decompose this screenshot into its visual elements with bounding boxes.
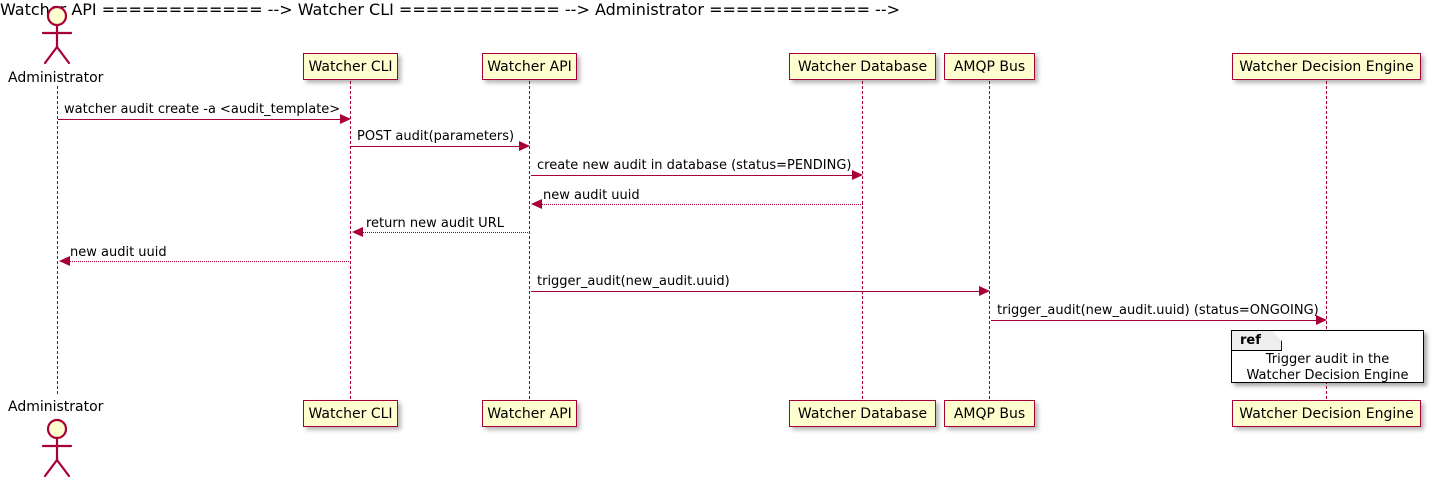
actor-label-bottom: Administrator [8, 399, 104, 415]
message-arrowhead-8 [1316, 315, 1327, 325]
ref-fragment-line-2: Watcher Decision Engine [1246, 368, 1409, 383]
message-line-7 [531, 291, 982, 292]
message-arrowhead-5 [352, 227, 363, 237]
message-label-6: new audit uuid [70, 245, 167, 260]
stick-figure-actor-icon [41, 418, 73, 478]
message-arrowhead-4 [531, 199, 542, 209]
ref-fragment-line-1: Trigger audit in the [1265, 352, 1390, 367]
message-label-1: watcher audit create -a <audit_template> [64, 102, 341, 117]
message-line-3 [531, 175, 855, 176]
participant-amqp-bus-top[interactable]: AMQP Bus [944, 53, 1035, 80]
lifeline-watcher-database [862, 81, 863, 399]
message-label-7: trigger_audit(new_audit.uuid) [537, 274, 730, 289]
actor-label-top: Administrator [8, 70, 104, 86]
message-line-1 [58, 119, 343, 120]
ref-fragment-body: Trigger audit in the Watcher Decision En… [1232, 352, 1423, 384]
participant-watcher-cli-top[interactable]: Watcher CLI [303, 53, 398, 80]
participant-watcher-api-top[interactable]: Watcher API [482, 53, 577, 80]
ref-fragment: ref Trigger audit in the Watcher Decisio… [1231, 330, 1424, 383]
actor-administrator-top [33, 5, 81, 71]
actor-administrator-bottom [33, 418, 81, 484]
message-line-5 [357, 232, 530, 233]
participant-watcher-api-bottom[interactable]: Watcher API [482, 400, 577, 427]
participant-watcher-decision-engine-bottom[interactable]: Watcher Decision Engine [1232, 400, 1421, 427]
lifeline-watcher-decision-engine [1326, 81, 1327, 399]
message-label-2: POST audit(parameters) [357, 129, 515, 144]
message-label-8: trigger_audit(new_audit.uuid) (status=ON… [997, 303, 1319, 318]
lifeline-watcher-api [529, 81, 530, 399]
participant-watcher-decision-engine-top[interactable]: Watcher Decision Engine [1232, 53, 1421, 80]
lifeline-watcher-cli [350, 81, 351, 399]
lifeline-amqp-bus [989, 81, 990, 399]
participant-amqp-bus-bottom[interactable]: AMQP Bus [944, 400, 1035, 427]
participant-watcher-database-bottom[interactable]: Watcher Database [789, 400, 936, 427]
lifeline-administrator [57, 86, 58, 394]
message-arrowhead-6 [59, 256, 70, 266]
message-label-4: new audit uuid [543, 188, 640, 203]
message-label-5: return new audit URL [366, 216, 504, 231]
message-line-6 [64, 261, 351, 262]
message-arrowhead-7 [979, 286, 990, 296]
message-line-2 [351, 146, 522, 147]
message-arrowhead-3 [852, 170, 863, 180]
message-arrowhead-2 [519, 141, 530, 151]
ref-fragment-tab-label: ref [1232, 331, 1282, 351]
stick-figure-actor-icon [41, 5, 73, 65]
message-line-4 [536, 204, 863, 205]
message-line-8 [991, 320, 1319, 321]
participant-watcher-database-top[interactable]: Watcher Database [789, 53, 936, 80]
message-label-3: create new audit in database (status=PEN… [537, 158, 852, 173]
participant-watcher-cli-bottom[interactable]: Watcher CLI [303, 400, 398, 427]
message-arrowhead-1 [340, 114, 351, 124]
